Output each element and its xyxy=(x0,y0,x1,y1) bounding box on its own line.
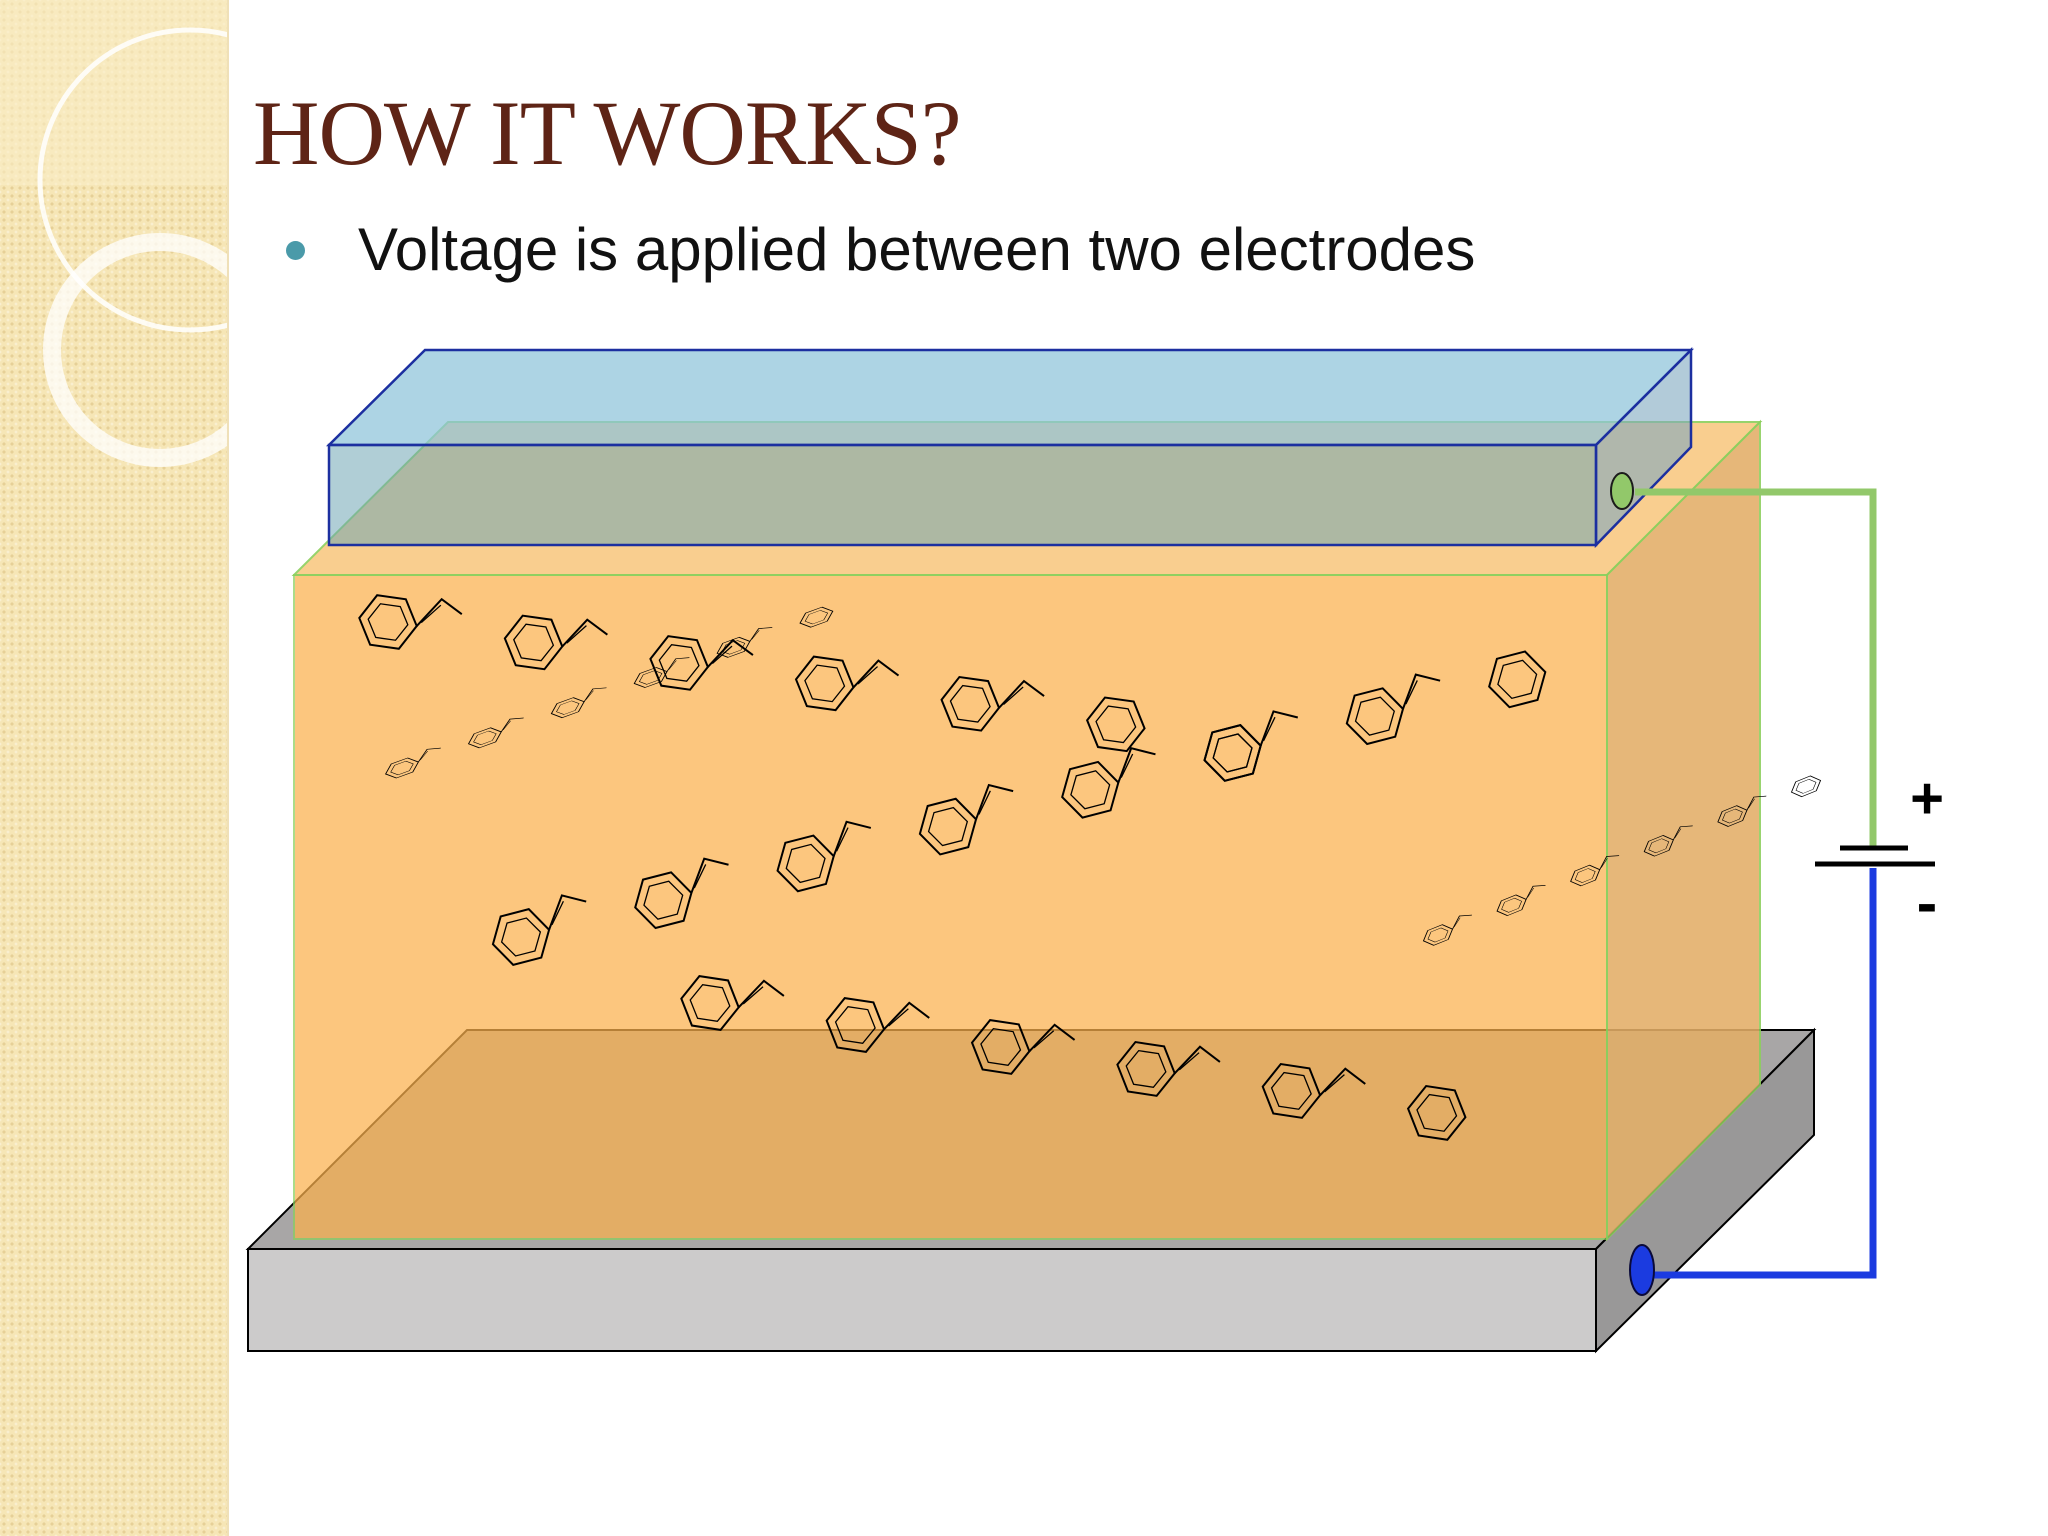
positive-wire xyxy=(1635,488,1877,848)
bullet-dot-icon xyxy=(286,241,305,260)
top-electrode-front-face xyxy=(327,443,1598,547)
bottom-electrode-terminal xyxy=(1629,1244,1655,1296)
battery-negative-label: - xyxy=(1917,869,1938,938)
top-electrode xyxy=(325,346,1695,549)
top-electrode-terminal xyxy=(1610,472,1634,510)
liquid-crystal-front-face xyxy=(293,574,1608,1240)
negative-wire xyxy=(1645,868,1877,1279)
slide-title: HOW IT WORKS? xyxy=(253,82,962,184)
decorative-sidebar xyxy=(0,0,229,1536)
battery-symbol: + - xyxy=(1815,766,1944,938)
battery-positive-label: + xyxy=(1910,766,1944,831)
bottom-electrode-front-face xyxy=(247,1248,1597,1352)
top-electrode-top-face xyxy=(325,348,1695,447)
bullet-text: Voltage is applied between two electrode… xyxy=(358,216,1476,283)
sidebar-ornament xyxy=(0,0,227,467)
sidebar-small-ring xyxy=(43,233,227,467)
sidebar-large-ring xyxy=(37,27,227,333)
